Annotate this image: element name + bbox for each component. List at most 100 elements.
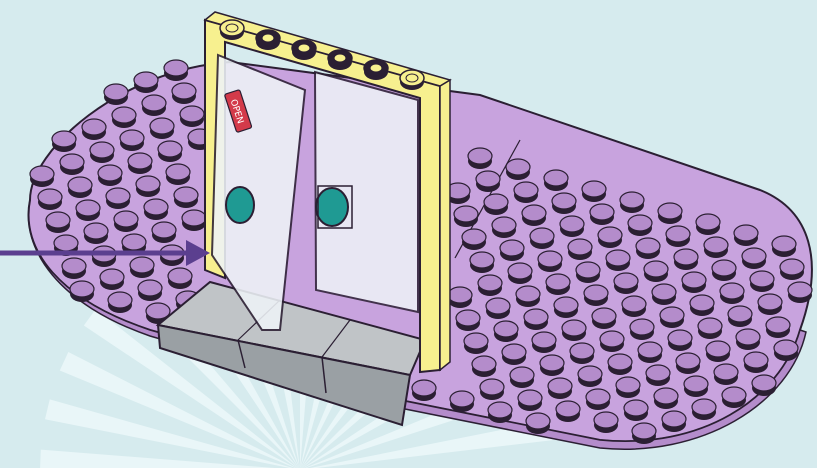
stud bbox=[106, 188, 130, 209]
stud bbox=[82, 119, 106, 140]
stud bbox=[514, 182, 538, 203]
stud bbox=[682, 272, 706, 293]
stud bbox=[696, 214, 720, 235]
stud bbox=[500, 240, 524, 261]
stud bbox=[130, 257, 154, 278]
stud bbox=[138, 280, 162, 301]
stud bbox=[172, 83, 196, 104]
stud bbox=[570, 343, 594, 364]
stud bbox=[712, 260, 736, 281]
stud bbox=[166, 164, 190, 185]
stud bbox=[492, 217, 516, 238]
stud bbox=[114, 211, 138, 232]
stud bbox=[486, 298, 510, 319]
stud bbox=[758, 294, 782, 315]
stud bbox=[506, 159, 530, 180]
stud bbox=[84, 223, 108, 244]
stud bbox=[568, 239, 592, 260]
stud bbox=[60, 154, 84, 175]
stud bbox=[766, 317, 790, 338]
stud bbox=[744, 352, 768, 373]
stud bbox=[538, 251, 562, 272]
frame-stud bbox=[400, 70, 424, 90]
stud bbox=[476, 171, 500, 192]
stud bbox=[516, 286, 540, 307]
frame-stud bbox=[292, 40, 316, 60]
stud bbox=[174, 187, 198, 208]
stud bbox=[742, 248, 766, 269]
stud bbox=[628, 215, 652, 236]
stud bbox=[734, 225, 758, 246]
stud bbox=[780, 259, 804, 280]
stud bbox=[736, 329, 760, 350]
stud bbox=[614, 273, 638, 294]
stud bbox=[30, 166, 54, 187]
stud bbox=[164, 60, 188, 81]
stud bbox=[494, 321, 518, 342]
stud bbox=[168, 268, 192, 289]
stud bbox=[706, 341, 730, 362]
stud bbox=[134, 72, 158, 93]
stud bbox=[750, 271, 774, 292]
stud bbox=[484, 194, 508, 215]
stud bbox=[150, 118, 174, 139]
stud bbox=[674, 249, 698, 270]
stud bbox=[52, 131, 76, 152]
stud bbox=[38, 189, 62, 210]
stud bbox=[488, 402, 512, 423]
stud bbox=[508, 263, 532, 284]
stud bbox=[652, 284, 676, 305]
stud bbox=[622, 296, 646, 317]
stud bbox=[46, 212, 70, 233]
stud bbox=[502, 344, 526, 365]
stud bbox=[774, 340, 798, 361]
stud bbox=[638, 342, 662, 363]
stud bbox=[658, 203, 682, 224]
stud bbox=[554, 297, 578, 318]
stud bbox=[100, 269, 124, 290]
stud bbox=[690, 295, 714, 316]
stud bbox=[660, 307, 684, 328]
stud bbox=[578, 366, 602, 387]
stud bbox=[450, 391, 474, 412]
stud bbox=[586, 389, 610, 410]
stud bbox=[90, 142, 114, 163]
stud bbox=[594, 412, 618, 433]
stud bbox=[136, 176, 160, 197]
stud bbox=[518, 390, 542, 411]
stud bbox=[556, 401, 580, 422]
stud bbox=[772, 236, 796, 257]
stud bbox=[532, 332, 556, 353]
stud bbox=[180, 106, 204, 127]
stud bbox=[608, 354, 632, 375]
stud bbox=[692, 399, 716, 420]
stud bbox=[548, 378, 572, 399]
stud bbox=[576, 262, 600, 283]
stud bbox=[592, 308, 616, 329]
stud bbox=[510, 367, 534, 388]
stud bbox=[620, 192, 644, 213]
stud bbox=[544, 170, 568, 191]
stud bbox=[468, 148, 492, 169]
frame-stud bbox=[364, 60, 388, 80]
stud bbox=[464, 333, 488, 354]
stud bbox=[470, 252, 494, 273]
stud bbox=[462, 229, 486, 250]
stud bbox=[412, 380, 436, 401]
stud bbox=[456, 310, 480, 331]
stud bbox=[182, 210, 206, 231]
stud bbox=[530, 228, 554, 249]
stud bbox=[92, 246, 116, 267]
stud bbox=[454, 206, 478, 227]
stud bbox=[62, 258, 86, 279]
stud bbox=[552, 193, 576, 214]
stud bbox=[158, 141, 182, 162]
stud bbox=[632, 423, 656, 444]
stud bbox=[104, 84, 128, 105]
stud bbox=[478, 275, 502, 296]
stud bbox=[668, 330, 692, 351]
stud bbox=[752, 375, 776, 396]
stud bbox=[524, 309, 548, 330]
